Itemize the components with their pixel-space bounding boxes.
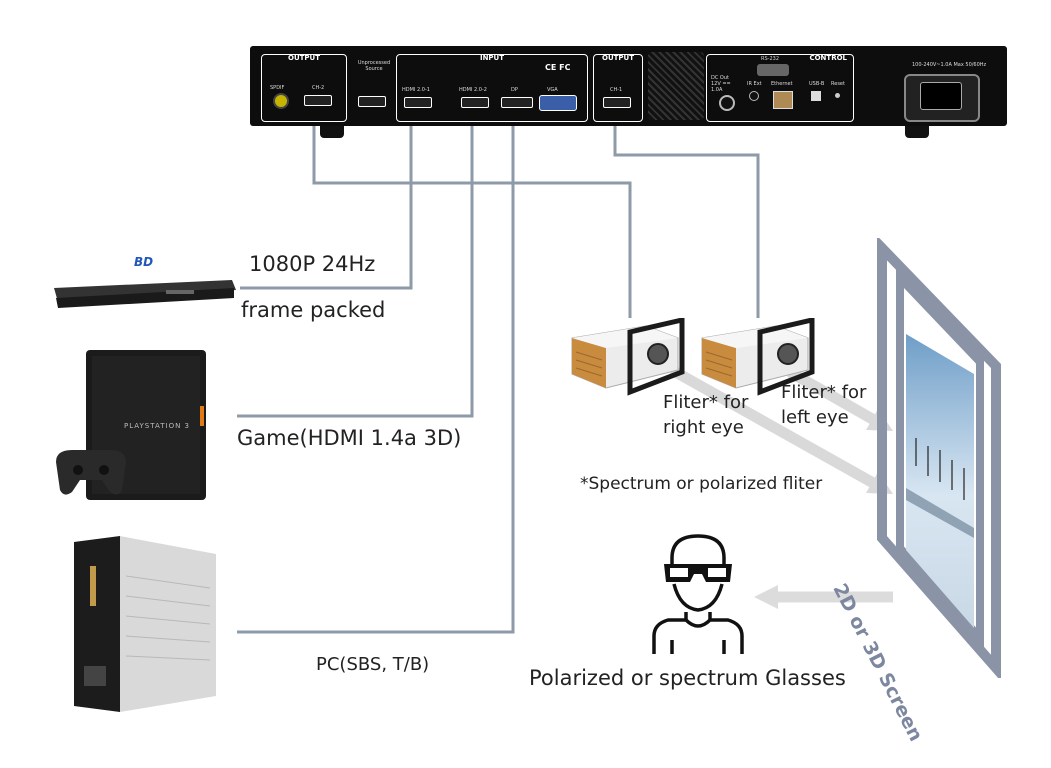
svg-text:PLAYSTATION 3: PLAYSTATION 3 [124,422,190,430]
filter-left-line1: Fliter* for [781,382,867,403]
cable-bluray [240,125,413,290]
dc-out-label: DC Out 12V == 1.0A [711,75,731,93]
video-processor-device: OUTPUT SPDIF CH-2 Unprocessed Source INP… [250,46,1007,138]
filter-right-line2: right eye [663,417,744,438]
projector-lens [777,343,799,365]
bluray-format-line1: 1080P 24Hz [249,252,376,276]
hdmi-output-ch2[interactable] [304,95,332,106]
projection-screen [877,238,1001,678]
hdmi-input-2[interactable] [461,97,489,108]
output-left-title: OUTPUT [288,54,320,62]
hdmi-input-1[interactable] [404,97,432,108]
output-panel-right: OUTPUT CH-1 [593,54,643,122]
filter-note: *Spectrum or polarized fliter [580,474,823,494]
device-foot-left [320,126,344,138]
glasses-label: Polarized or spectrum Glasses [529,666,846,690]
output-panel-left: OUTPUT SPDIF CH-2 [261,54,347,122]
spdif-label: SPDIF [270,85,285,91]
cert-marks: CE FC [545,63,571,72]
filter-frame-left [757,318,815,396]
ethernet-label: Ethernet [771,81,793,87]
rs232-label: RS-232 [761,56,779,62]
control-title: CONTROL [809,54,847,62]
dc-out-port[interactable] [719,95,735,111]
cable-output-ch1 [613,125,760,318]
projector-lens [647,343,669,365]
dp-label: DP [511,87,518,93]
filter-left-line2: left eye [781,407,849,428]
output-right-title: OUTPUT [602,54,634,62]
filter-frame-right [627,318,685,396]
gamepad [56,450,126,495]
hdmi-in1-label: HDMI 2.0-1 [402,87,430,93]
input-panel: INPUT CE FC HDMI 2.0-1 HDMI 2.0-2 DP VGA [396,54,588,122]
power-socket-inner [920,82,962,110]
spdif-port[interactable] [273,93,289,109]
rs232-port[interactable] [757,64,789,76]
ch1-label: CH-1 [610,87,623,93]
hdmi-output-ch1[interactable] [603,97,631,108]
ir-ext-port[interactable] [749,91,759,101]
projector-left-eye [701,318,815,396]
cable-game [237,125,474,418]
game-label: Game(HDMI 1.4a 3D) [237,426,462,450]
person-with-glasses-icon [652,534,744,654]
bluray-format-line2: frame packed [241,298,386,322]
power-spec-label: 100-240V~1.0A Max 50/60Hz [912,62,987,68]
hdmi-in2-label: HDMI 2.0-2 [459,87,487,93]
vga-label: VGA [547,87,558,93]
input-title: INPUT [479,54,505,62]
pc-label: PC(SBS, T/B) [316,654,430,675]
projector-right-eye [571,318,685,396]
cable-pc [237,125,515,634]
ir-ext-label: IR Ext [747,81,762,87]
bluray-logo: BD [134,255,153,269]
reset-label: Reset [831,81,845,87]
reset-button[interactable] [835,93,840,98]
usb-b-port[interactable] [811,91,821,101]
control-panel: CONTROL RS-232 DC Out 12V == 1.0A IR Ext… [706,54,854,122]
usb-b-label: USB-B [809,81,825,87]
bluray-player: BD [54,255,236,308]
dp-input[interactable] [501,97,533,108]
projection-arrows [669,365,893,609]
hdmi-unprocessed-port[interactable] [358,96,386,107]
pc-tower [74,536,216,712]
ch2-label: CH-2 [312,85,325,91]
filter-right-line1: Fliter* for [663,392,749,413]
fan-grille [648,52,704,120]
game-console: PLAYSTATION 3 [56,350,206,500]
vga-input[interactable] [539,95,577,111]
device-foot-right [905,126,929,138]
unprocessed-source-label: Unprocessed Source [357,60,391,72]
ethernet-port[interactable] [773,91,793,109]
